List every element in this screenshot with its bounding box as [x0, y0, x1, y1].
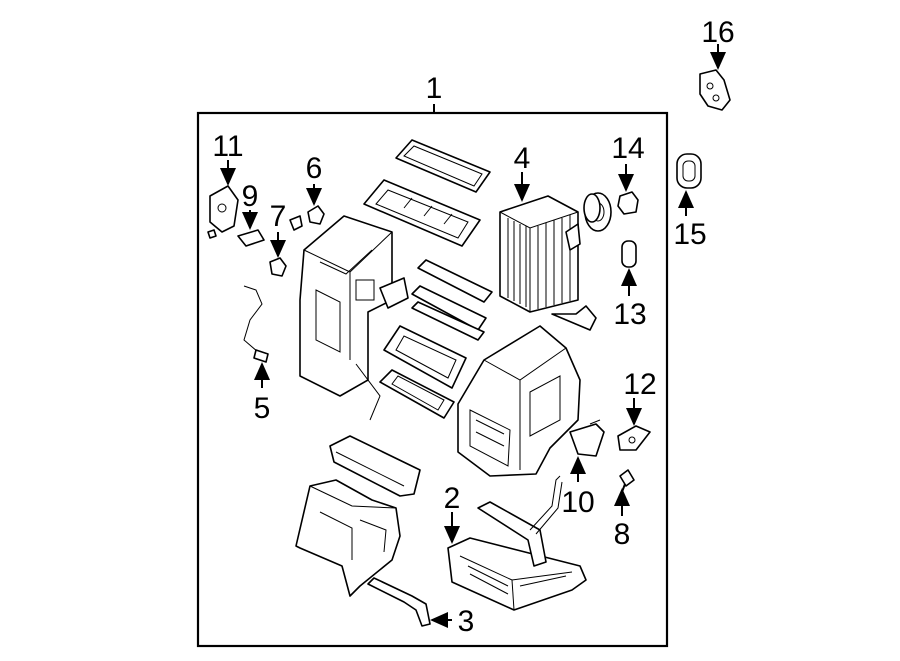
callout-12-label: 12	[623, 368, 656, 401]
callout-2-label: 2	[444, 482, 461, 515]
callout-10-label: 10	[561, 486, 594, 519]
callout-4-label: 4	[514, 142, 531, 175]
part-10-actuator	[569, 419, 605, 457]
callout-5-label: 5	[254, 392, 271, 425]
part-8-bolt	[619, 469, 635, 493]
part-9-screw	[237, 229, 265, 247]
lower-case	[295, 479, 401, 597]
callout-9-label: 9	[242, 180, 259, 213]
callout-13-label: 13	[613, 298, 646, 331]
assembly-frame	[196, 111, 669, 648]
callout-11-label: 11	[212, 130, 243, 163]
left-housing	[299, 215, 409, 397]
part-6-cap	[289, 205, 325, 231]
callout-8-label: 8	[614, 518, 631, 551]
seal-rings	[583, 192, 612, 232]
part-13-pad	[621, 240, 637, 268]
part-11-motor	[207, 185, 239, 239]
drain-tray	[329, 363, 421, 497]
filter-frames	[363, 139, 491, 247]
part-7-grommet	[269, 257, 287, 277]
callout-6-label: 6	[306, 152, 323, 185]
callout-16-label: 16	[701, 16, 734, 49]
heater-pipes	[477, 475, 563, 567]
part-12-resistor	[617, 425, 651, 451]
part-16-bracket	[699, 69, 731, 111]
part-3-drain-hose	[367, 577, 431, 627]
part-2-heater-core	[447, 537, 587, 611]
callout-14-label: 14	[611, 132, 644, 165]
callout-3-label: 3	[458, 605, 475, 638]
blend-doors	[379, 259, 493, 419]
right-housing	[457, 325, 581, 477]
part-14-clip	[617, 191, 639, 215]
callout-15-label: 15	[673, 218, 706, 251]
part-5-sensor	[243, 285, 269, 363]
callout-7-label: 7	[270, 200, 287, 233]
callout-1-label: 1	[426, 72, 443, 105]
part-4-evaporator	[499, 195, 597, 331]
part-15-gasket	[676, 153, 702, 189]
